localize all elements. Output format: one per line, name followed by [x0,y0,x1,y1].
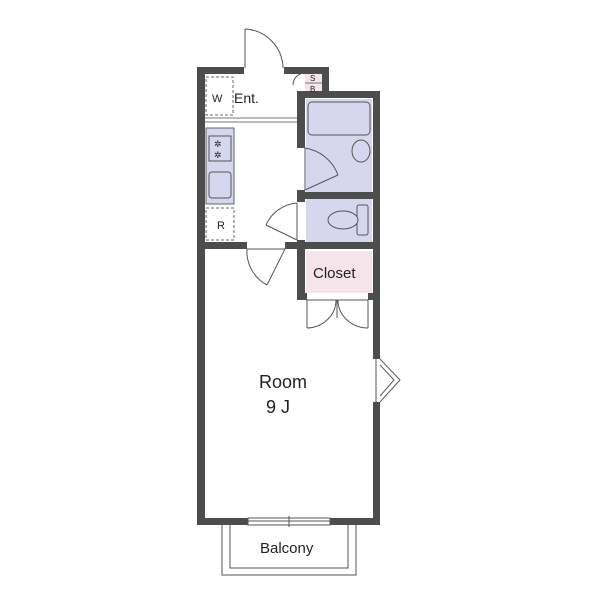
bay-window [375,358,401,403]
washer-label: W [212,93,223,105]
burner-icon: ✲ [214,150,222,160]
room-label: Room [259,372,307,392]
closet-area [306,251,372,293]
shoe-box-label-s: S [310,74,315,83]
shoe-box-door [292,72,306,86]
toilet-tank-icon [356,204,369,236]
room-size-label: 9 J [266,397,290,417]
bathroom [304,99,372,192]
entrance-door [244,28,284,69]
walls [197,67,380,525]
closet-label: Closet [313,265,356,282]
balcony [221,525,357,576]
balcony-window [247,516,331,527]
closet-doors [306,299,369,329]
washer-space [205,76,234,116]
stove-icon [208,135,232,162]
bathtub-icon [307,101,371,136]
room-door [246,248,286,286]
refrigerator-label: R [217,220,225,232]
burner-icon: ✲ [214,139,222,149]
washbasin-icon [351,139,371,163]
toilet-room [265,199,372,242]
toilet-bowl-icon [327,210,359,230]
shoe-box-label-b: B [310,85,315,94]
entrance-label: Ent. [234,90,259,106]
balcony-label: Balcony [260,540,314,557]
sink-icon [208,171,232,199]
kitchen: ✲ ✲ [205,127,235,205]
